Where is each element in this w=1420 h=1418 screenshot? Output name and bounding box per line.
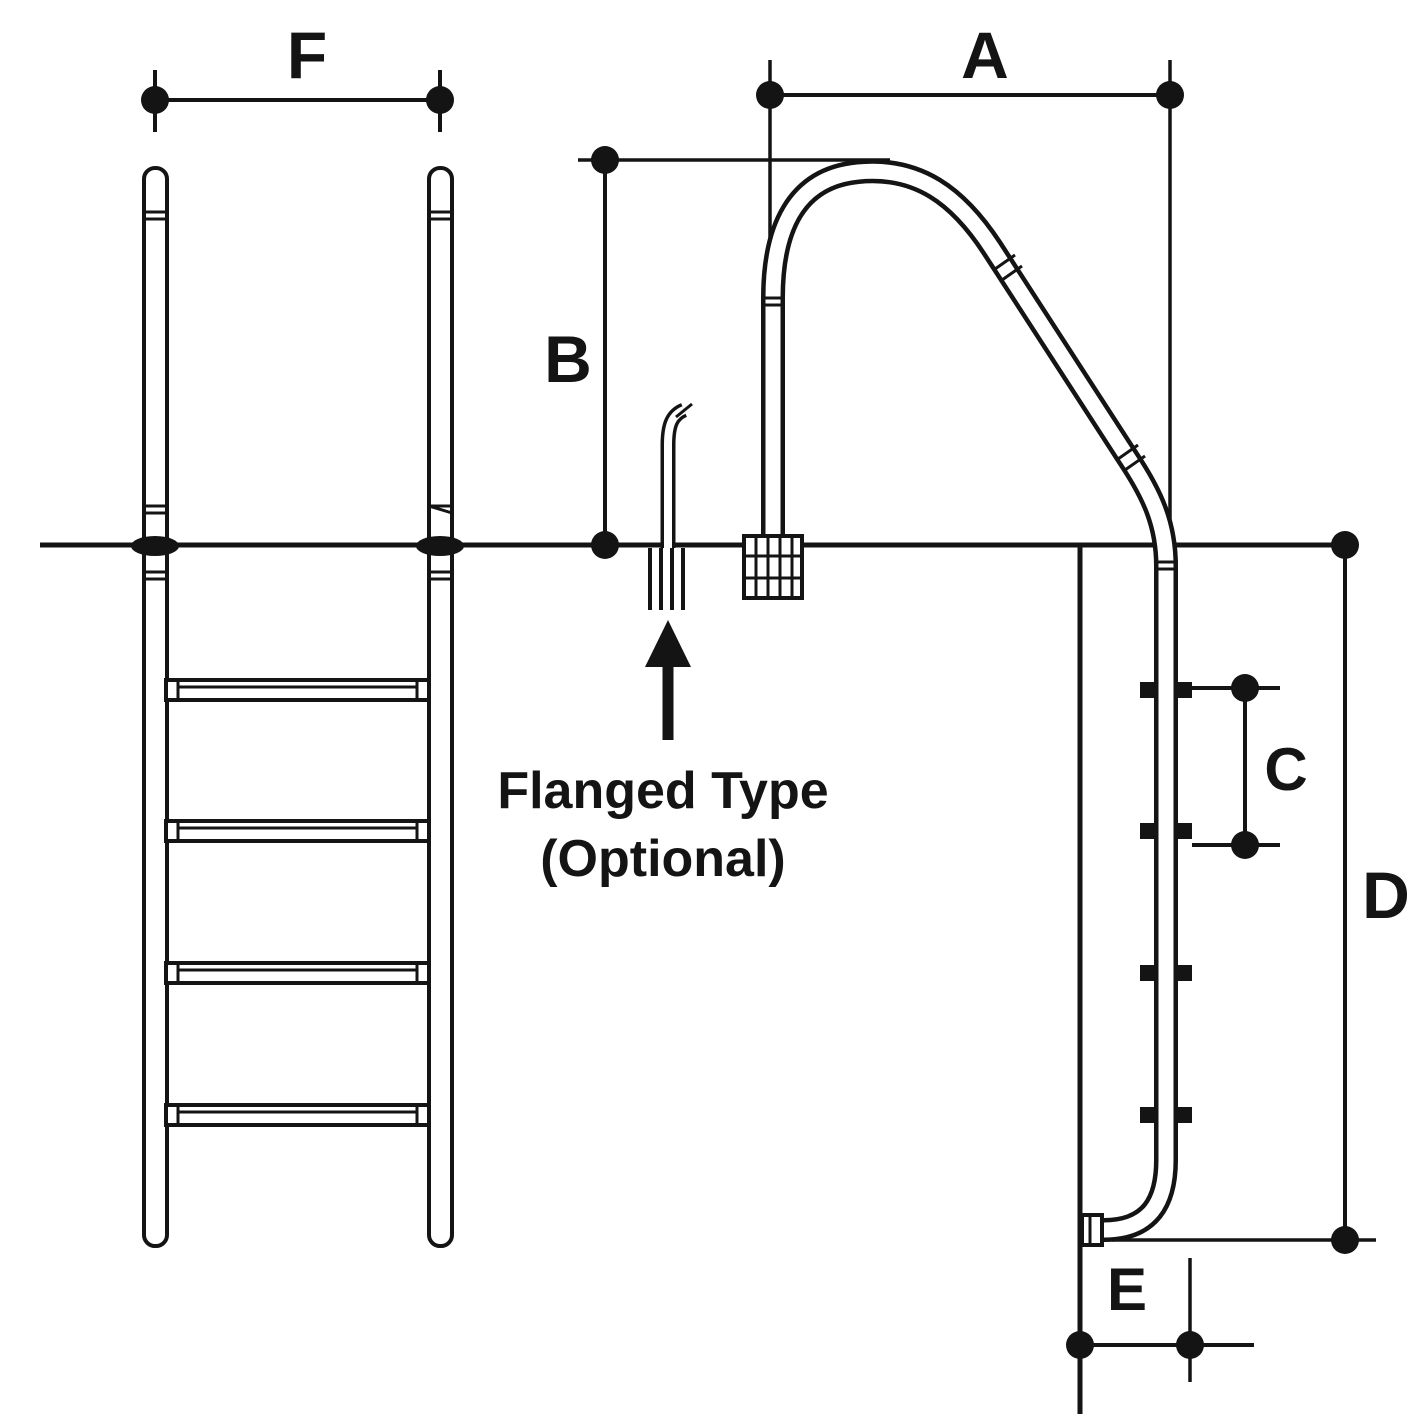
front-right-rail — [427, 166, 454, 1248]
rung — [164, 819, 431, 843]
step-stub — [1140, 682, 1154, 698]
dim-e-dot-right — [1176, 1331, 1204, 1359]
dim-c-dot-bottom — [1231, 831, 1259, 859]
dim-f-dot-right — [426, 86, 454, 114]
step-stub — [1178, 823, 1192, 839]
up-arrow-icon — [645, 620, 691, 667]
dim-d-dot-bottom — [1331, 1226, 1359, 1254]
flanged-type-detail — [645, 402, 693, 740]
dim-c-dot-top — [1231, 674, 1259, 702]
side-view-ladder — [742, 159, 1192, 1247]
step-stub — [1178, 682, 1192, 698]
dim-e — [1080, 1258, 1254, 1382]
rung — [164, 1103, 431, 1127]
flange-post-cap — [675, 402, 693, 419]
flange-note-line2: (Optional) — [540, 830, 786, 888]
dim-a-label: A — [961, 18, 1009, 92]
dimension-lines — [153, 70, 1376, 1382]
dim-a-dot-right — [1156, 81, 1184, 109]
dim-c-label: C — [1264, 736, 1307, 803]
deck-anchor-left — [131, 536, 179, 556]
dim-b-dot-bottom — [591, 531, 619, 559]
flange-note-line1: Flanged Type — [497, 762, 828, 820]
step-stub — [1140, 965, 1154, 981]
step-stub — [1140, 823, 1154, 839]
deck-anchor-right — [416, 536, 464, 556]
step-stub — [1178, 1107, 1192, 1123]
flange-prongs — [648, 548, 685, 610]
labels: F A B C D E Flanged Type (Optional) — [287, 18, 1410, 1323]
dim-f-label: F — [287, 18, 327, 92]
deck-anchor-socket — [742, 534, 804, 600]
front-view-rungs — [164, 678, 431, 1127]
dimension-endpoint-dots — [141, 81, 1359, 1359]
rung — [164, 961, 431, 985]
rail-joint-ticks — [144, 210, 453, 581]
dim-f-dot-left — [141, 86, 169, 114]
side-view-step-stubs — [1140, 682, 1192, 1123]
ladder-foot — [1080, 1213, 1104, 1247]
dim-b-label: B — [544, 322, 592, 396]
dim-d-dot-top — [1331, 531, 1359, 559]
dim-e-label: E — [1107, 1256, 1147, 1323]
front-view-ladder — [131, 166, 464, 1248]
step-stub — [1178, 965, 1192, 981]
dim-d-label: D — [1362, 858, 1410, 932]
side-rail-interior — [765, 163, 1174, 1238]
front-left-rail — [142, 166, 169, 1248]
rung — [164, 678, 431, 702]
dim-a-dot-left — [756, 81, 784, 109]
side-rail-joint-ticks — [762, 253, 1178, 571]
dim-b-dot-top — [591, 146, 619, 174]
step-stub — [1140, 1107, 1154, 1123]
dim-e-dot-left — [1066, 1331, 1094, 1359]
